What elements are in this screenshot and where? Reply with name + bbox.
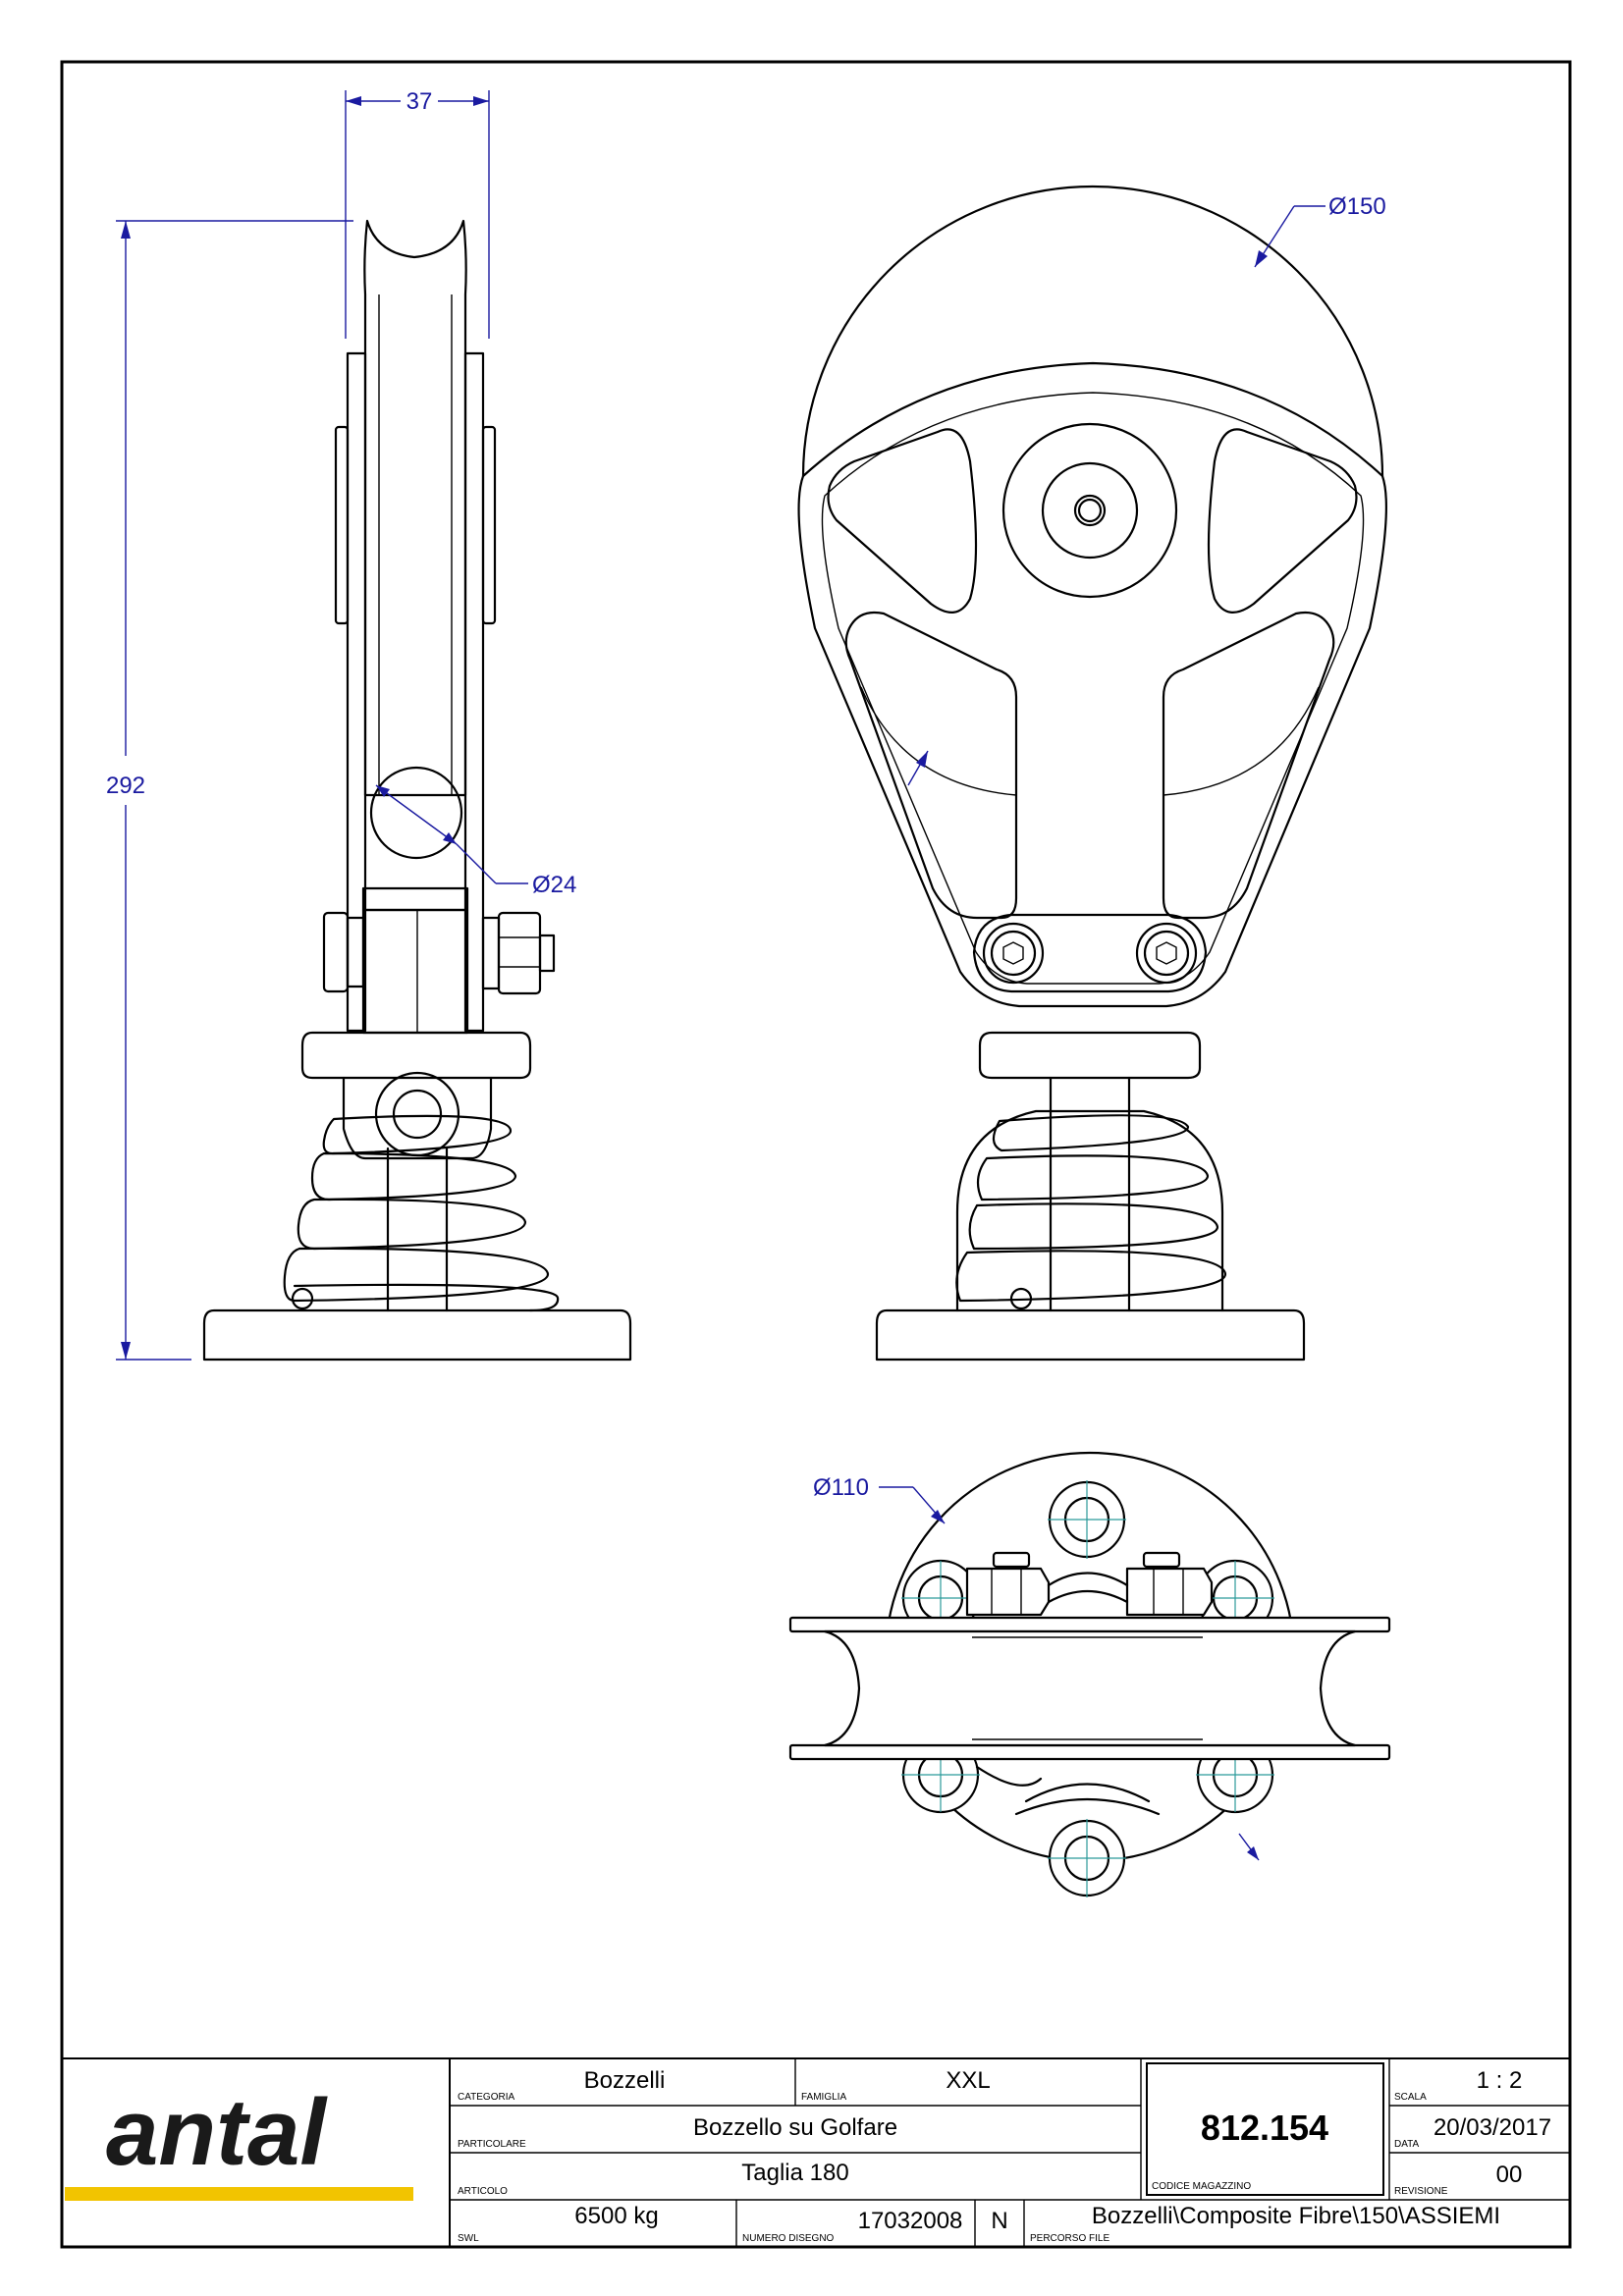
- value-swl: 6500 kg: [574, 2203, 658, 2229]
- label-codice-magazzino: CODICE MAGAZZINO: [1152, 2181, 1251, 2192]
- value-categoria: Bozzelli: [584, 2067, 666, 2094]
- value-particolare: Bozzello su Golfare: [693, 2114, 897, 2141]
- side-view: [202, 219, 632, 1362]
- label-particolare: PARTICOLARE: [458, 2139, 526, 2150]
- label-percorso-file: PERCORSO FILE: [1030, 2233, 1109, 2244]
- dim-width-label: 37: [406, 88, 433, 115]
- top-view: [788, 1451, 1391, 1897]
- value-revisione: 00: [1496, 2162, 1523, 2188]
- top-dimensions: Ø110: [813, 1474, 1260, 1861]
- dim-base-diameter-label: Ø110: [813, 1474, 869, 1501]
- label-articolo: ARTICOLO: [458, 2186, 508, 2197]
- value-codice-magazzino: 812.154: [1201, 2108, 1328, 2148]
- value-numero-disegno: 17032008: [858, 2208, 963, 2234]
- side-dimensions: 37 292 Ø24: [106, 88, 576, 1361]
- label-scala: SCALA: [1394, 2092, 1427, 2103]
- value-percorso-file: Bozzelli\Composite Fibre\150\ASSIEMI: [1092, 2203, 1500, 2229]
- value-data: 20/03/2017: [1434, 2114, 1551, 2141]
- label-data: DATA: [1394, 2139, 1420, 2150]
- title-block: antal CATEGORIA FAMIGLIA PARTICOLARE ART…: [62, 2057, 1570, 2247]
- dim-sheave-diameter-label: Ø150: [1328, 193, 1386, 220]
- value-articolo: Taglia 180: [741, 2160, 848, 2186]
- value-scala: 1 : 2: [1477, 2067, 1523, 2094]
- drawing-frame: [60, 60, 1572, 2249]
- label-swl: SWL: [458, 2233, 479, 2244]
- front-dimensions: Ø150: [907, 193, 1386, 786]
- front-view: [797, 185, 1387, 1362]
- value-n: N: [991, 2208, 1007, 2234]
- label-numero-disegno: NUMERO DISEGNO: [742, 2233, 835, 2244]
- value-famiglia: XXL: [946, 2067, 990, 2094]
- label-famiglia: FAMIGLIA: [801, 2092, 846, 2103]
- logo-stripe: [65, 2187, 413, 2201]
- label-categoria: CATEGORIA: [458, 2092, 514, 2103]
- dim-height-label: 292: [106, 773, 145, 799]
- company-logo: antal: [106, 2080, 328, 2185]
- dim-rope-diameter-label: Ø24: [532, 872, 576, 898]
- label-revisione: REVISIONE: [1394, 2186, 1448, 2197]
